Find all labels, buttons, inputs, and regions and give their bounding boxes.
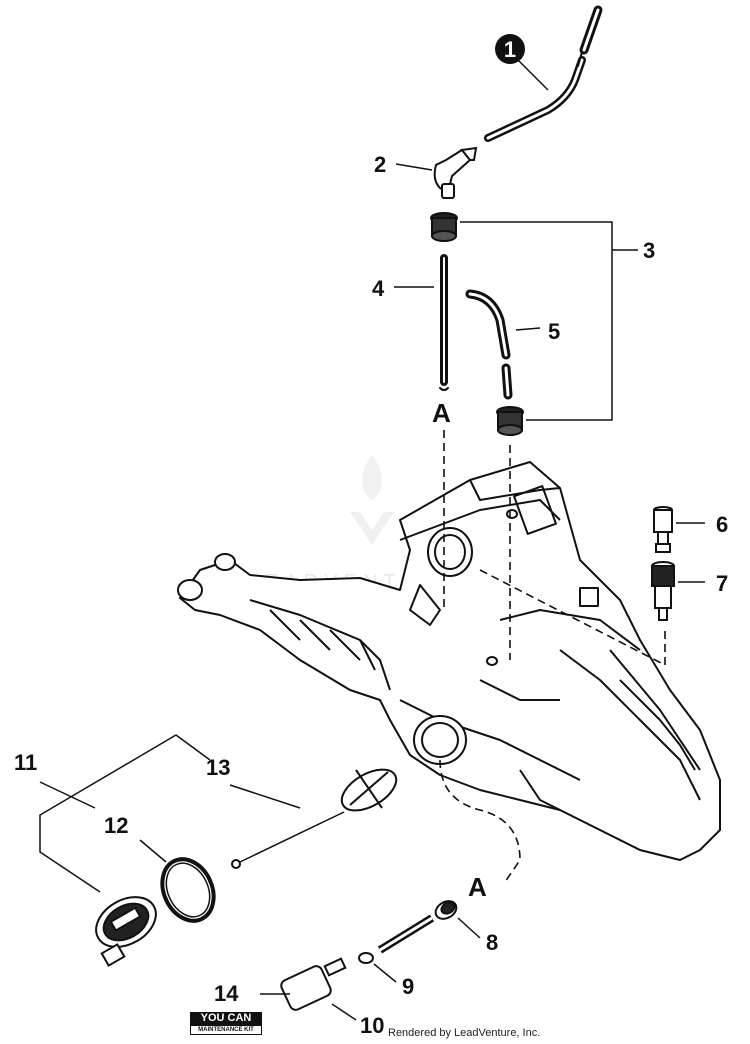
fuel-line-grommet <box>434 900 458 920</box>
callout-6: 6 <box>716 512 728 537</box>
pickup-tube <box>439 254 449 391</box>
elbow-fitting <box>433 146 478 199</box>
valve-6 <box>653 506 673 553</box>
callout-12: 12 <box>104 813 128 838</box>
fuel-hose <box>484 5 603 142</box>
callout-10: 10 <box>360 1013 384 1038</box>
callout-11: 11 <box>14 750 37 775</box>
callout-14: 14 <box>214 981 239 1006</box>
callout-9: 9 <box>402 974 414 999</box>
callout-13: 13 <box>206 755 230 780</box>
reference-letter-a-bottom: A <box>468 872 487 902</box>
cap-retainer <box>231 768 398 869</box>
o-ring <box>160 857 216 923</box>
bracket-3 <box>460 221 638 421</box>
callout-7: 7 <box>716 571 728 596</box>
badge-line-1: YOU CAN <box>190 1012 262 1025</box>
clip <box>358 952 374 964</box>
valve-7 <box>651 561 675 621</box>
leader-lines <box>39 59 705 1021</box>
reference-letter-a-top: A <box>432 398 451 428</box>
footer-credit: Rendered by LeadVenture, Inc. <box>388 1027 541 1039</box>
fuel-line <box>377 914 435 954</box>
crankcase-housing <box>177 461 721 861</box>
fuel-cap <box>95 896 157 967</box>
callout-3: 3 <box>643 238 655 263</box>
grommet-lower <box>496 406 524 436</box>
callout-2: 2 <box>374 152 386 177</box>
dashed-guides <box>439 430 666 883</box>
callout-1: 1 <box>504 37 516 62</box>
grommet-upper <box>430 212 458 242</box>
badge-line-2: MAINTENANCE KIT <box>190 1025 262 1035</box>
fuel-filter <box>280 957 347 1011</box>
callout-5: 5 <box>548 319 560 344</box>
vent-hose <box>465 289 513 400</box>
maintenance-kit-badge: YOU CAN MAINTENANCE KIT <box>190 1012 262 1036</box>
callout-1-marker <box>495 34 525 64</box>
callout-8: 8 <box>486 930 498 955</box>
callout-4: 4 <box>372 276 385 301</box>
